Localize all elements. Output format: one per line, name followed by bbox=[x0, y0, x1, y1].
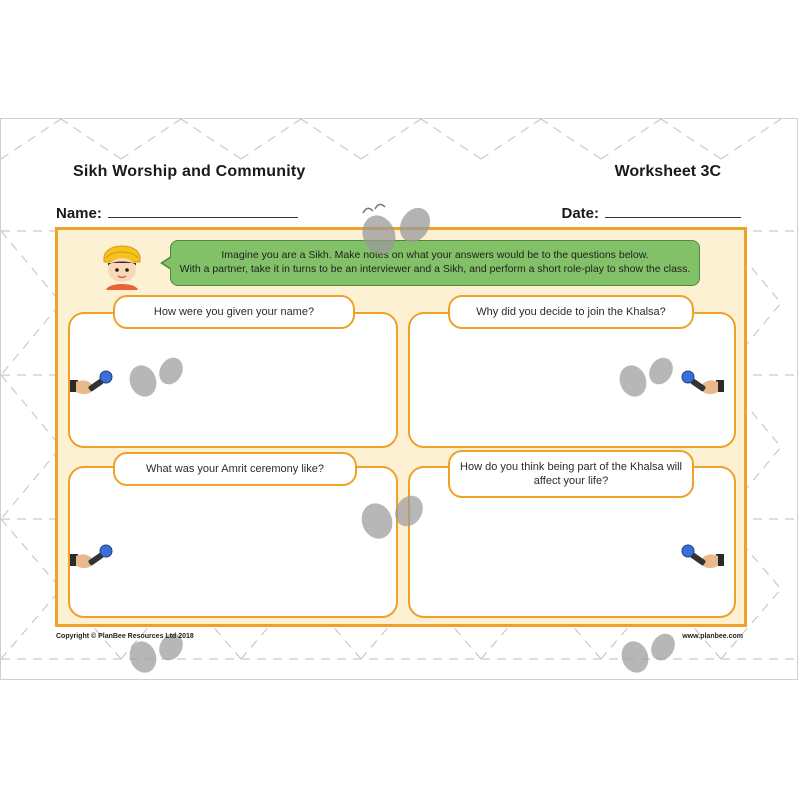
instruction-line-1: Imagine you are a Sikh. Make notes on wh… bbox=[221, 249, 649, 261]
bee-watermark-icon bbox=[129, 357, 183, 397]
bee-watermark-icon bbox=[619, 357, 673, 397]
name-field[interactable]: Name: bbox=[56, 205, 298, 222]
name-underline[interactable] bbox=[107, 205, 298, 218]
question-4-label: How do you think being part of the Khals… bbox=[448, 450, 694, 498]
instruction-speech-bubble: Imagine you are a Sikh. Make notes on wh… bbox=[160, 240, 700, 286]
activity-panel: Imagine you are a Sikh. Make notes on wh… bbox=[55, 227, 747, 627]
date-underline[interactable] bbox=[605, 205, 741, 218]
microphone-icon bbox=[70, 544, 113, 569]
question-1-label: How were you given your name? bbox=[113, 295, 355, 329]
sikh-boy-avatar-icon bbox=[103, 245, 141, 290]
worksheet-number: Worksheet 3C bbox=[614, 163, 721, 180]
worksheet-title: Sikh Worship and Community bbox=[73, 163, 306, 180]
date-label: Date: bbox=[561, 205, 599, 222]
copyright-text: Copyright © PlanBee Resources Ltd 2018 bbox=[56, 633, 194, 640]
microphone-icon bbox=[70, 370, 113, 395]
bee-watermark-icon bbox=[129, 633, 183, 673]
microphone-icon bbox=[681, 370, 724, 395]
question-2-label: Why did you decide to join the Khalsa? bbox=[448, 295, 694, 329]
question-3-label: What was your Amrit ceremony like? bbox=[113, 452, 357, 486]
name-label: Name: bbox=[56, 205, 102, 222]
bee-watermark-icon bbox=[621, 633, 675, 673]
answer-box-1[interactable] bbox=[68, 312, 398, 448]
instruction-line-2: With a partner, take it in turns to be a… bbox=[179, 263, 691, 275]
date-field[interactable]: Date: bbox=[561, 205, 741, 222]
website-link[interactable]: www.planbee.com bbox=[682, 633, 743, 640]
answer-box-3[interactable] bbox=[68, 466, 398, 618]
bee-watermark-icon bbox=[361, 495, 423, 539]
bee-watermark-icon bbox=[362, 203, 431, 255]
microphone-icon bbox=[681, 544, 724, 569]
worksheet-page: Sikh Worship and Community Worksheet 3C … bbox=[0, 118, 798, 680]
